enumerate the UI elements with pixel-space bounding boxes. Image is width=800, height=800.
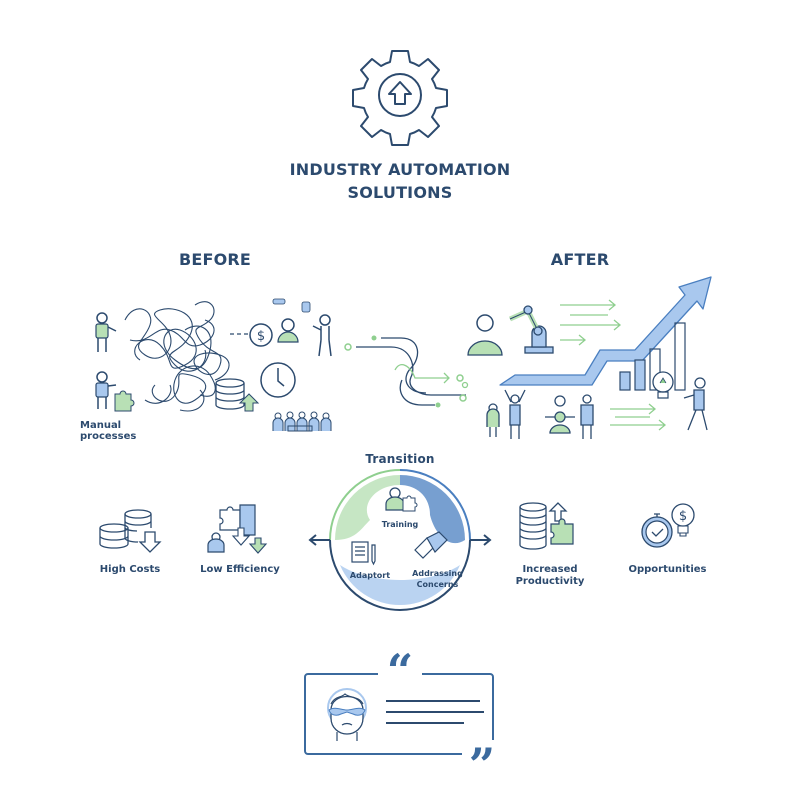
transition-heading: Transition: [365, 452, 435, 466]
speed-arrows-icon: [560, 299, 622, 346]
lightbulb-icon: [652, 371, 674, 399]
person-icon: [95, 312, 117, 352]
transition-item-addressing-concerns: Addrassing Concerns: [412, 569, 463, 589]
before-illustration: $: [95, 298, 332, 432]
coins-down-icon: [99, 509, 162, 553]
clock-icon: [260, 362, 296, 398]
stopwatch-lightbulb-dollar-icon: $: [641, 503, 695, 548]
problem-high-costs-label: High Costs: [99, 564, 161, 575]
svg-text:$: $: [679, 509, 687, 524]
transition-item-adaptort: Adaptort: [349, 571, 391, 580]
puzzle-person-down-icon: [207, 504, 268, 554]
presenter-icon: [272, 298, 332, 357]
avatar-face-icon: [327, 688, 367, 741]
transition-item-training: Training: [381, 520, 419, 529]
speed-arrows-bottom-icon: [610, 403, 667, 431]
before-caption: Manual processes: [80, 420, 137, 442]
testimonial-text-line-2: [386, 711, 484, 713]
before-heading: BEFORE: [178, 250, 252, 269]
upload-arrow-icon: [238, 393, 260, 412]
walking-person-icon: [683, 377, 708, 431]
transition-cycle-icon: [308, 469, 492, 611]
team-celebrating-icon: [486, 389, 594, 439]
person-puzzle-icon: [95, 371, 135, 412]
after-illustration: [461, 276, 712, 439]
benefit-opportunities-label: Opportunities: [628, 564, 707, 575]
page-title-line2: SOLUTIONS: [347, 183, 453, 202]
testimonial-text-line-3: [386, 722, 464, 724]
testimonial-text-line-1: [386, 700, 480, 702]
handshake-icon: [414, 531, 448, 559]
open-quote-icon: “: [378, 642, 422, 698]
flow-connector-icon: [344, 335, 467, 408]
tangled-process-icon: [124, 301, 230, 412]
after-heading: AFTER: [550, 250, 610, 269]
header: INDUSTRY AUTOMATION SOLUTIONS: [0, 0, 800, 220]
database-puzzle-up-icon: [519, 502, 574, 550]
database-stack-icon: [215, 378, 245, 410]
problem-low-efficiency-label: Low Efficiency: [200, 564, 280, 575]
page-title-line1: INDUSTRY AUTOMATION: [289, 160, 511, 179]
dollar-coin-icon: $: [249, 323, 273, 347]
benefit-increased-productivity-label: Increased Productivity: [515, 564, 585, 587]
bar-chart-icon: [619, 322, 686, 391]
worker-icon: [467, 314, 503, 356]
gear-upload-icon: [352, 50, 448, 146]
close-quote-icon: ”: [462, 740, 502, 790]
robot-arm-icon: [508, 305, 554, 354]
person-puzzle-icon: [385, 487, 418, 512]
document-pencil-icon: [351, 541, 376, 566]
growth-arrow-icon: [499, 276, 712, 386]
meeting-team-icon: [272, 411, 332, 432]
svg-text:$: $: [257, 329, 265, 344]
